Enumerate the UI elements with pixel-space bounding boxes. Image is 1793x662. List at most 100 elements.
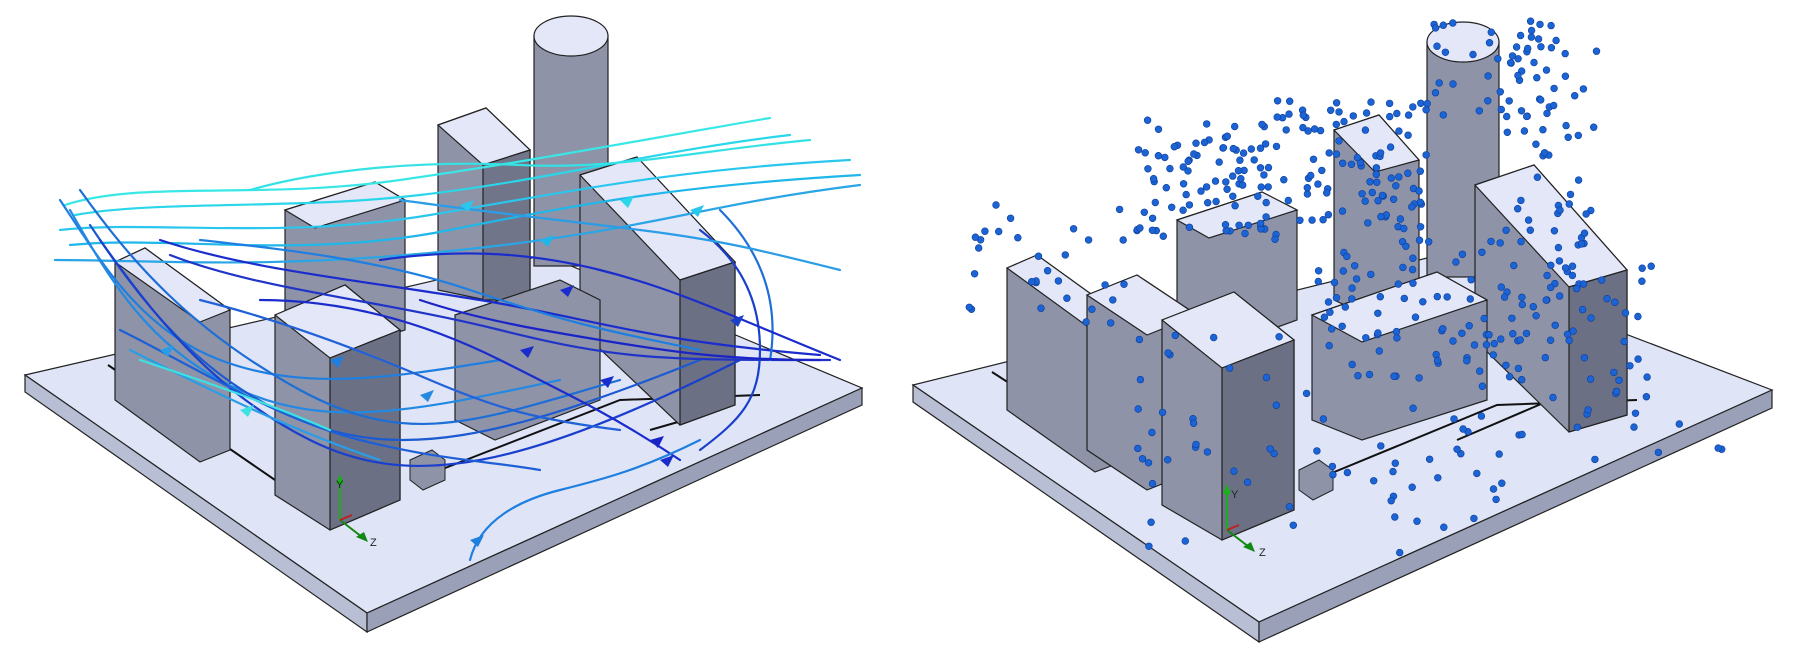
- particle: [1185, 223, 1194, 232]
- particle: [1347, 160, 1356, 169]
- building-small-front: [1298, 459, 1334, 501]
- particle: [1574, 176, 1583, 184]
- particle: [1555, 257, 1564, 265]
- particle: [1591, 455, 1599, 464]
- particle: [1563, 330, 1572, 338]
- particle: [1043, 267, 1052, 275]
- particle: [1324, 211, 1333, 219]
- axis-y-label: Y: [1231, 489, 1239, 501]
- particle: [1517, 196, 1525, 205]
- particle: [1433, 356, 1442, 365]
- particle: [1353, 153, 1362, 162]
- particle: [1335, 108, 1343, 116]
- particle: [1313, 447, 1321, 455]
- particle: [1400, 294, 1408, 303]
- particle: [1543, 109, 1551, 118]
- particle: [1189, 419, 1198, 427]
- particle: [1516, 31, 1525, 40]
- particle: [1597, 276, 1606, 284]
- particle: [1440, 523, 1448, 531]
- particle: [1171, 331, 1179, 340]
- particle: [1256, 144, 1265, 152]
- particle: [1409, 404, 1417, 412]
- particle: [1181, 537, 1189, 545]
- particle: [1351, 262, 1359, 270]
- particle: [1506, 59, 1515, 67]
- particle: [1339, 159, 1347, 168]
- particle: [1141, 149, 1149, 157]
- particle: [1348, 360, 1356, 369]
- particle: [1243, 478, 1252, 486]
- particle: [1308, 216, 1316, 224]
- particle: [1408, 203, 1416, 211]
- particle: [1470, 341, 1479, 349]
- particle: [1364, 219, 1372, 227]
- particle: [1222, 178, 1230, 186]
- particle: [1630, 423, 1638, 431]
- particle: [1289, 521, 1297, 529]
- particle: [1299, 111, 1307, 119]
- particle: [1453, 445, 1461, 453]
- particle: [1164, 456, 1172, 464]
- particle: [1415, 187, 1423, 195]
- particle: [1392, 327, 1401, 336]
- particle: [994, 227, 1003, 236]
- particle: [1497, 105, 1505, 114]
- particle: [1272, 401, 1280, 409]
- particle: [1487, 237, 1495, 246]
- particle: [1264, 183, 1272, 191]
- particle: [1503, 128, 1511, 137]
- particle: [1284, 196, 1292, 205]
- particle: [1391, 459, 1399, 467]
- particle: [1579, 280, 1588, 288]
- particle: [1376, 149, 1385, 157]
- particle: [1431, 88, 1440, 97]
- particle: [1377, 213, 1385, 221]
- streamlines-svg: Y Z: [23, 15, 864, 634]
- particle: [1626, 362, 1634, 370]
- particle: [1537, 43, 1545, 51]
- particle: [1534, 35, 1543, 43]
- particle: [1028, 278, 1036, 286]
- particle: [1409, 103, 1417, 111]
- particle: [1532, 140, 1540, 148]
- particle: [1361, 197, 1369, 205]
- particle: [1435, 79, 1443, 87]
- particle: [1561, 72, 1570, 80]
- particle: [1229, 144, 1237, 153]
- particle: [1162, 184, 1170, 192]
- particle: [1140, 208, 1149, 217]
- particle: [981, 227, 989, 235]
- particle: [1202, 183, 1211, 191]
- particle: [1061, 251, 1070, 259]
- particle: [1014, 234, 1022, 242]
- particle: [1497, 335, 1505, 343]
- particle: [1458, 329, 1466, 337]
- particle: [1314, 267, 1323, 275]
- particle: [1247, 145, 1255, 153]
- particle: [1316, 126, 1325, 135]
- particle: [1536, 20, 1544, 29]
- particle: [1542, 66, 1551, 74]
- particle: [1404, 131, 1412, 139]
- particle: [1552, 36, 1560, 45]
- particle: [1475, 107, 1483, 115]
- particle: [1239, 149, 1248, 157]
- particle: [1148, 226, 1157, 235]
- particle: [1489, 485, 1498, 493]
- particle: [1319, 216, 1327, 224]
- particle: [1643, 373, 1651, 381]
- particle: [1569, 327, 1577, 335]
- particle: [1394, 280, 1402, 288]
- particle: [1473, 469, 1481, 478]
- particle: [1439, 325, 1447, 333]
- particle: [1396, 548, 1404, 557]
- particle: [965, 303, 974, 311]
- particle: [1603, 294, 1611, 303]
- particle: [1338, 207, 1347, 215]
- particle: [1424, 238, 1433, 246]
- particle: [1230, 467, 1238, 475]
- particle: [1422, 151, 1430, 159]
- particle: [1154, 125, 1163, 134]
- particle: [1475, 367, 1484, 375]
